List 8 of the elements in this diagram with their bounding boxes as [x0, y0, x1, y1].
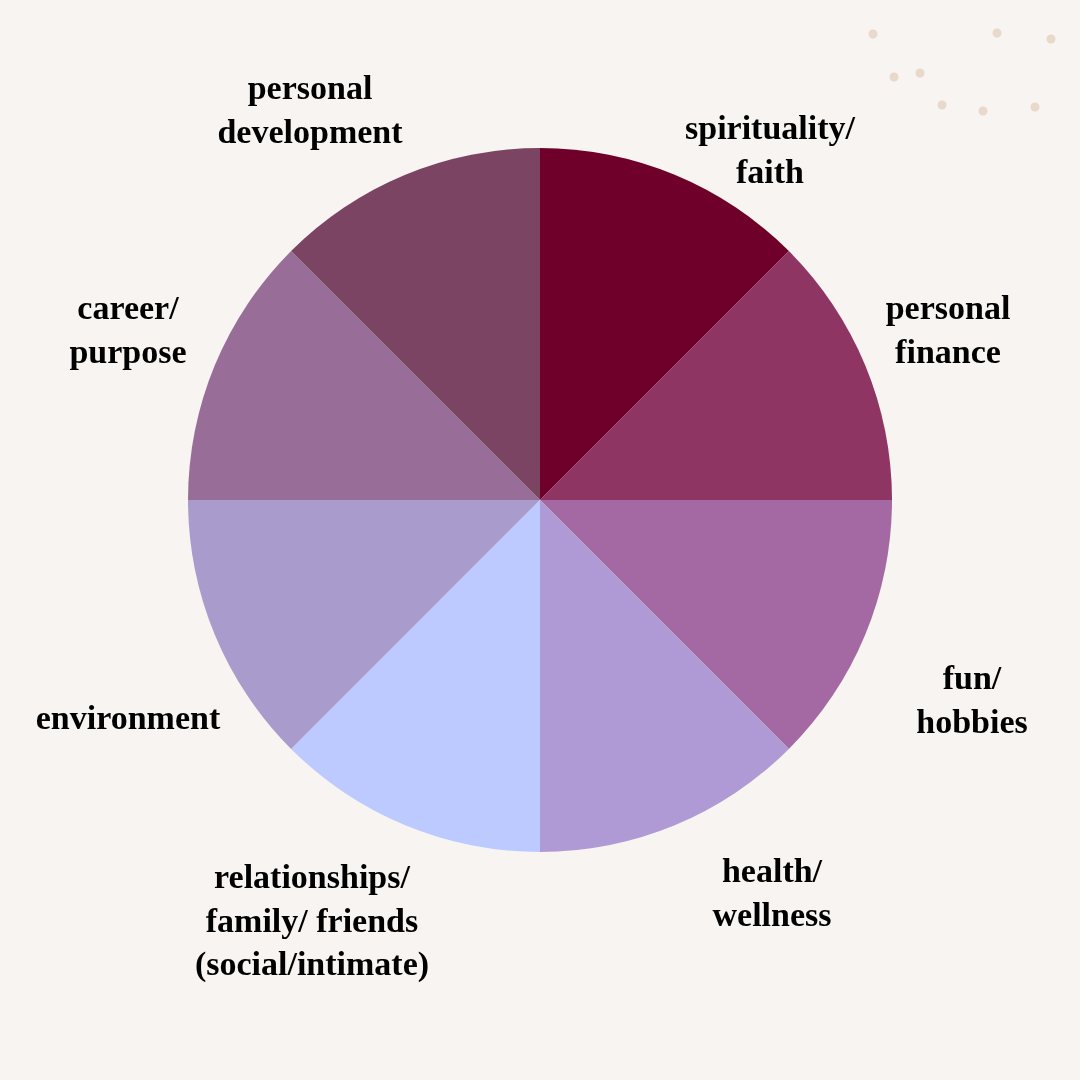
slice-label: spirituality/ faith: [685, 108, 855, 192]
slice-label: fun/ hobbies: [916, 658, 1028, 742]
slice-label: career/ purpose: [69, 288, 187, 372]
slice-label: personal development: [217, 68, 403, 152]
slice-label: personal finance: [885, 288, 1011, 372]
slice-label: relationships/ family/ friends (social/intimate): [194, 856, 430, 984]
slice-label: environment: [35, 698, 221, 739]
slice-label: health/ wellness: [712, 851, 832, 935]
